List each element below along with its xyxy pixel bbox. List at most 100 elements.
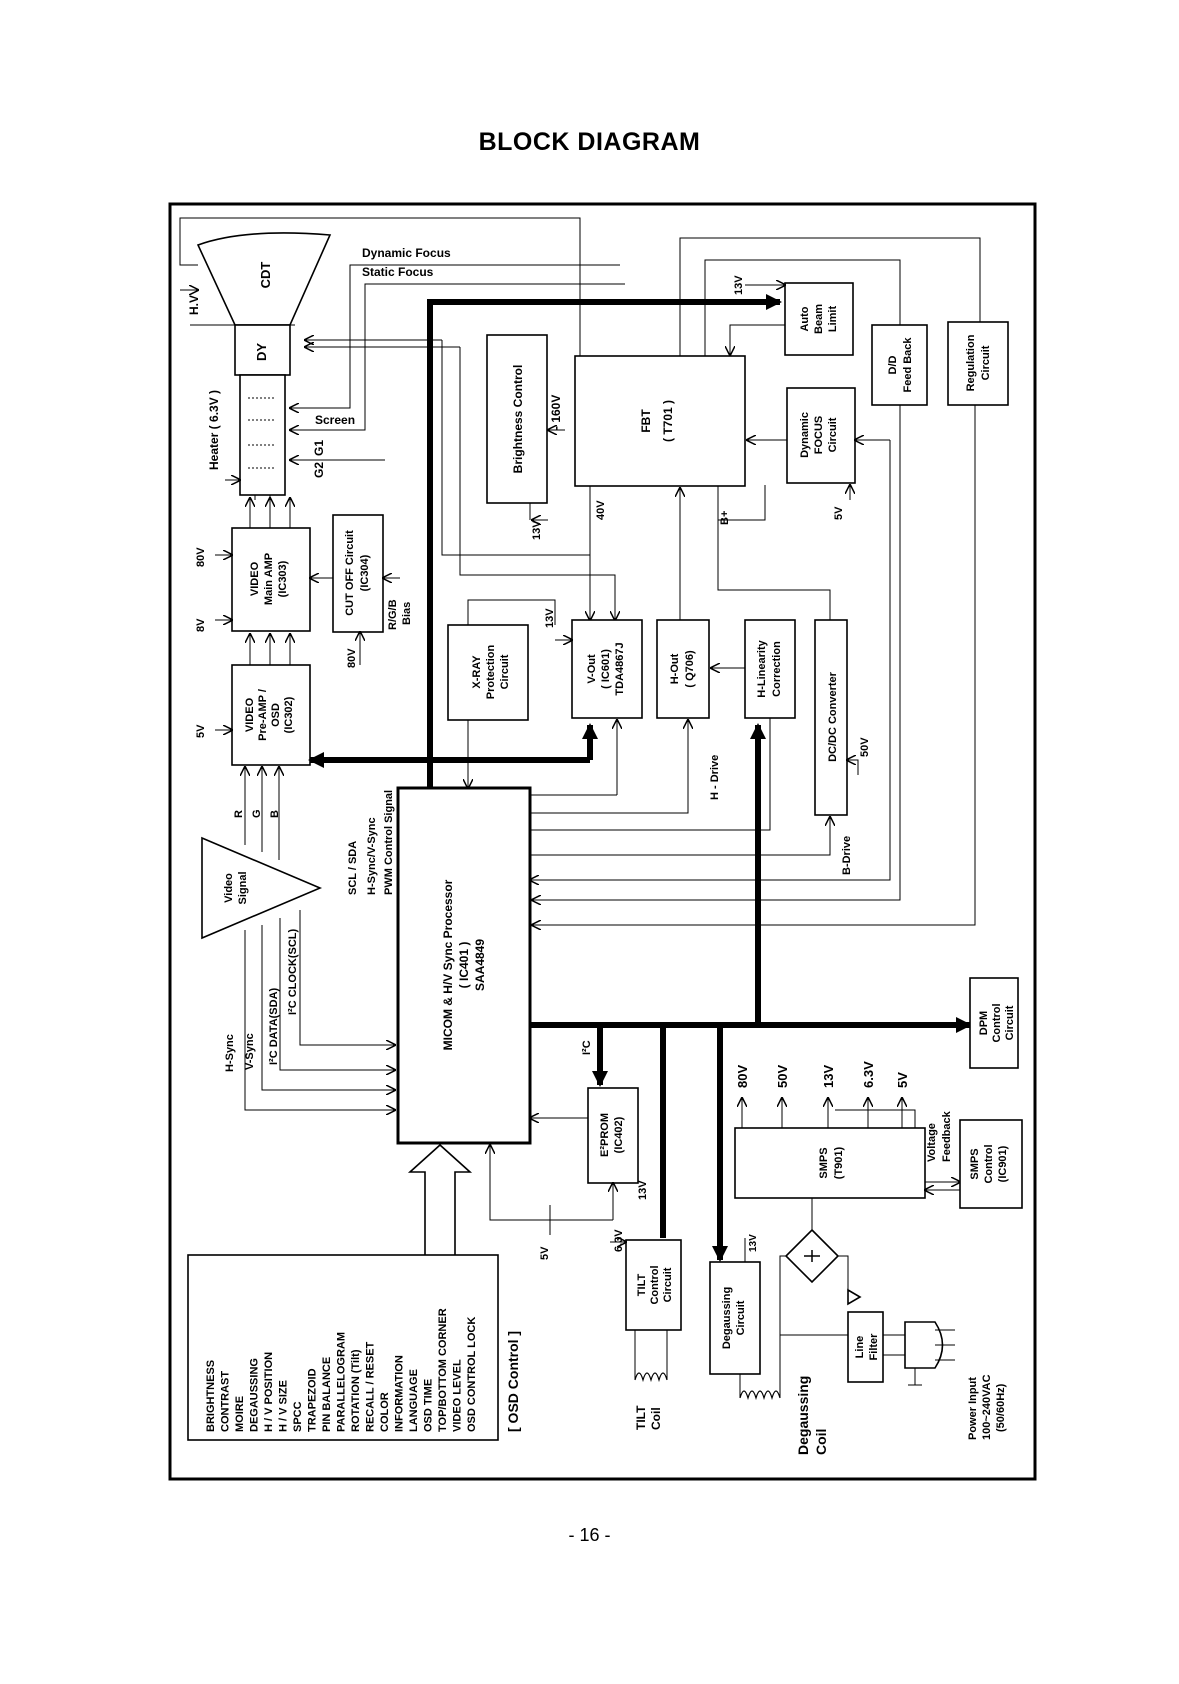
xray-label-3: Circuit <box>499 654 511 689</box>
v-sync-label: V-Sync <box>244 1033 256 1070</box>
video-signal-block <box>201 836 323 940</box>
tilt-label-2: Control <box>649 1265 661 1304</box>
power-input-label-2: 100~240VAC <box>981 1374 993 1440</box>
smps-block <box>734 1127 926 1199</box>
auto-beam-label-3: Limit <box>827 306 839 333</box>
osd-control-box <box>187 1254 499 1441</box>
osd-control-item: TRAPEZOID <box>307 1368 319 1432</box>
xray-label-2: Protection <box>485 645 497 700</box>
dpm-block <box>969 977 1019 1069</box>
cutoff-label-2: (IC304) <box>359 554 371 591</box>
osd-control-item: TOP/BOTTOM CORNER <box>437 1308 449 1432</box>
degaussing-label-2: Circuit <box>735 1300 747 1335</box>
rgb-bias-label-2: Bias <box>401 602 413 625</box>
fbt-block <box>574 355 746 487</box>
v63-tilt-label: 6.3V <box>613 1229 625 1252</box>
g1-label: G1 <box>312 440 326 456</box>
osd-control-item: COLOR <box>379 1392 391 1432</box>
smps-label-2: (T901) <box>833 1146 845 1179</box>
cdt-label: CDT <box>258 262 273 289</box>
dpm-label-1: DPM <box>978 1011 990 1035</box>
static-focus-label: Static Focus <box>362 265 434 279</box>
cutoff-label-1: CUT OFF Circuit <box>344 530 356 616</box>
v40-label: 40V <box>595 500 607 520</box>
dcdc-block <box>814 619 848 816</box>
auto-beam-label-2: Beam <box>813 304 825 334</box>
tilt-label-3: Circuit <box>662 1267 674 1302</box>
osd-control-item: VIDEO LEVEL <box>452 1359 464 1432</box>
osd-control-item: RECALL / RESET <box>365 1341 377 1432</box>
g-label: G <box>251 809 263 818</box>
osd-control-item: H / V SIZE <box>278 1380 290 1432</box>
h-drive-label: H - Drive <box>709 755 721 800</box>
smps-output-label: 13V <box>821 1065 836 1088</box>
vout-block <box>571 619 643 719</box>
main-amp-label-3: (IC303) <box>277 560 289 597</box>
eeprom-label-2: (IC402) <box>613 1116 625 1153</box>
auto-beam-limit-block <box>784 282 854 356</box>
smps-control-label-3: (IC901) <box>997 1145 1009 1182</box>
hv-label: H.V <box>187 295 201 315</box>
voltage-feedback-label-2: Feedback <box>941 1110 953 1162</box>
page-title: BLOCK DIAGRAM <box>478 128 701 156</box>
v50-label: 50V <box>859 737 871 757</box>
r-label: R <box>233 810 245 818</box>
degaussing-coil-label-2: Coil <box>813 1429 829 1455</box>
line-filter-label-2: Filter <box>868 1333 880 1361</box>
b-drive-label: B-Drive <box>841 836 853 875</box>
osd-control-item: CONTRAST <box>220 1371 232 1432</box>
osd-input-arrow <box>407 1143 473 1255</box>
fbt-label: FBT <box>639 409 653 433</box>
dynamic-focus-label: Dynamic Focus <box>362 246 451 260</box>
v5-focus-label: 5V <box>833 506 845 520</box>
screen-label: Screen <box>315 413 355 427</box>
hv-sync-label: H-Sync/V-Sync <box>366 817 378 895</box>
dd-feedback-block <box>871 324 928 406</box>
osd-control-item: MOIRE <box>234 1396 246 1432</box>
xray-block <box>447 624 529 721</box>
dyn-focus-label-3: Circuit <box>827 417 839 452</box>
dy-label: DY <box>254 343 269 361</box>
power-input-label-3: (50/60Hz) <box>995 1383 1007 1432</box>
preamp-label-2: Pre-AMP / <box>257 689 269 741</box>
smps-output-label: 80V <box>735 1065 750 1088</box>
osd-control-item: ROTATION (Tilt) <box>350 1349 362 1432</box>
degaussing-label-1: Degaussing <box>721 1287 733 1349</box>
cutoff-block <box>332 514 384 633</box>
v160-label: - 160V <box>549 395 563 430</box>
v13-bright-label: 13V <box>531 520 543 540</box>
preamp-label-3: OSD <box>270 703 282 727</box>
micom-label-3: SAA4849 <box>473 939 487 991</box>
bplus-label: B+ <box>719 511 731 525</box>
osd-control-title: [ OSD Control ] <box>505 1331 521 1432</box>
brightness-control-block <box>486 334 548 504</box>
smps-output-label: 6.3V <box>861 1061 876 1088</box>
dd-feedback-label-2: Feed Back <box>902 337 914 393</box>
v13-deg-label: 13V <box>748 1234 759 1252</box>
micom-block <box>396 786 532 1145</box>
g2-label: G2 <box>312 462 326 478</box>
eeprom-label-1: E²PROM <box>599 1113 611 1157</box>
smps-output-label: 5V <box>895 1072 910 1088</box>
osd-control-item: BRIGHTNESS <box>205 1360 217 1432</box>
hlin-label-2: Correction <box>771 641 783 697</box>
b-label: B <box>269 810 281 818</box>
video-main-amp-block <box>231 527 311 632</box>
osd-control-item: INFORMATION <box>394 1355 406 1432</box>
v8-label: 8V <box>195 618 207 632</box>
pwm-label: PWM Control Signal <box>383 790 395 895</box>
hlin-label-1: H-Linearity <box>756 639 768 697</box>
auto-beam-label-1: Auto <box>799 306 811 331</box>
regulation-label-2: Circuit <box>980 345 992 380</box>
osd-control-item: SPCC <box>292 1401 304 1432</box>
v5-micom-label: 5V <box>539 1246 551 1260</box>
v5-pre-label: 5V <box>195 724 207 738</box>
diagram-frame <box>168 202 1037 1481</box>
regulation-label-1: Regulation <box>965 334 977 391</box>
osd-control-item: DEGAUSSING <box>249 1358 261 1432</box>
page-number: - 16 - <box>568 1525 611 1545</box>
tilt-coil-label-2: Coil <box>649 1407 663 1430</box>
micom-label-1: MICOM & H/V Sync Processor <box>441 879 455 1050</box>
